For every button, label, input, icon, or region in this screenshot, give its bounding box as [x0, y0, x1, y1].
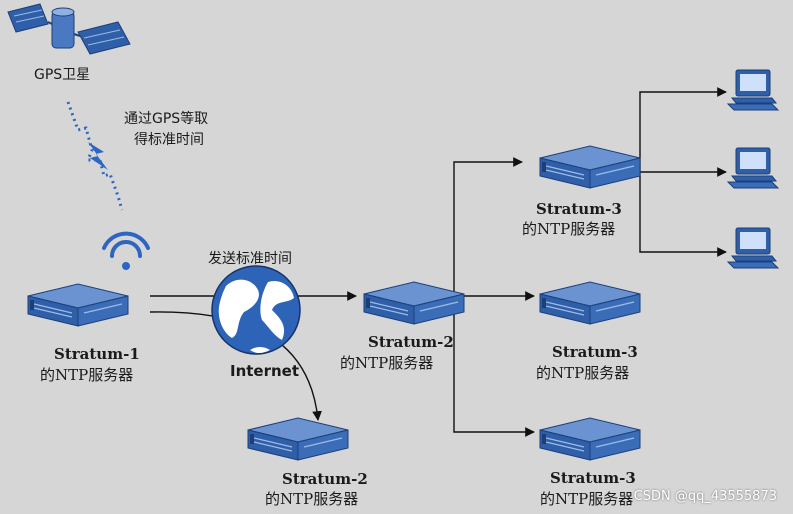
lightning-icon	[66, 101, 124, 211]
globe-icon	[211, 265, 301, 355]
stratum2-bottom-line1: Stratum-2	[282, 470, 368, 488]
computer-icon	[727, 147, 779, 189]
server-icon	[27, 283, 129, 327]
stratum3-mid-line1: Stratum-3	[552, 343, 638, 361]
stratum2-mid-line1: Stratum-2	[368, 333, 454, 351]
server-icon	[247, 417, 349, 461]
send-time-label: 发送标准时间	[208, 251, 292, 267]
watermark: CSDN @qq_43555873	[633, 489, 777, 504]
stratum2-mid-line2: 的NTP服务器	[340, 354, 434, 372]
gps-satellite-label: GPS卫星	[34, 67, 91, 83]
satellite-icon	[7, 3, 131, 55]
stratum3-mid-line2: 的NTP服务器	[536, 364, 630, 382]
server-icon	[539, 145, 641, 189]
computer-icon	[727, 227, 779, 269]
internet-label: Internet	[230, 362, 300, 380]
stratum3-top-line2: 的NTP服务器	[522, 220, 616, 238]
gps-note-line1: 通过GPS等取	[124, 111, 209, 127]
server-icon	[539, 417, 641, 461]
gps-note-line2: 得标准时间	[134, 132, 204, 148]
server-icon	[539, 281, 641, 325]
stratum3-top-line1: Stratum-3	[536, 200, 622, 218]
stratum3-bottom-line1: Stratum-3	[550, 469, 636, 487]
wifi-icon	[102, 231, 150, 270]
stratum2-bottom-line2: 的NTP服务器	[265, 490, 359, 508]
computer-icon	[727, 69, 779, 111]
stratum3-bottom-line2: 的NTP服务器	[540, 490, 634, 508]
stratum1-line2: 的NTP服务器	[40, 366, 134, 384]
server-icon	[363, 281, 465, 325]
stratum1-line1: Stratum-1	[54, 345, 140, 363]
